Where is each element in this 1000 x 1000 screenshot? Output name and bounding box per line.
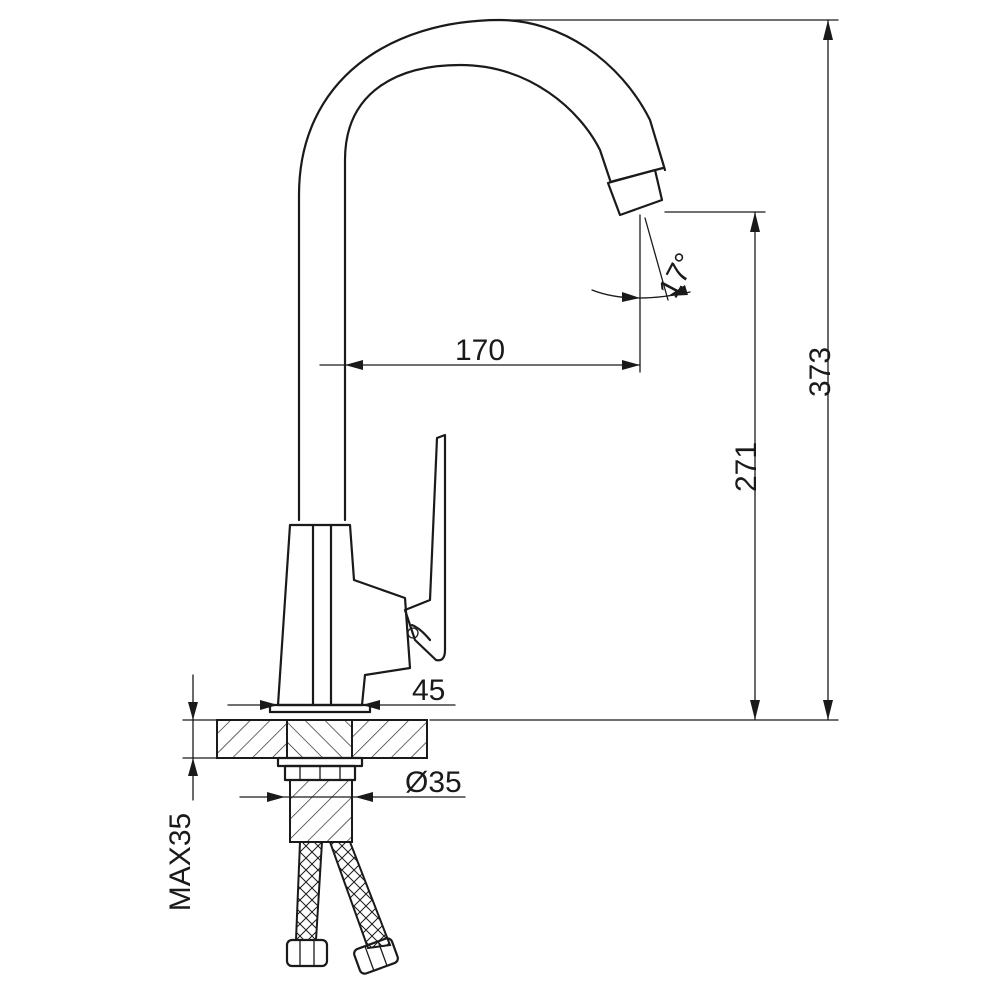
dim-total-height-label: 373 — [804, 347, 837, 397]
dim-max-thickness — [182, 674, 218, 801]
dim-base-width-label: 45 — [412, 674, 445, 707]
faucet-body — [276, 523, 412, 707]
dim-spout-height-label: 271 — [730, 442, 763, 492]
dim-thread-diameter — [239, 792, 466, 802]
dim-thread-diameter-label: Ø35 — [405, 766, 462, 799]
dim-spout-height — [664, 211, 766, 721]
dim-spout-reach — [319, 214, 641, 373]
spout — [297, 18, 667, 522]
dim-spout-angle — [591, 217, 691, 302]
dim-max-thickness-label: MAX35 — [164, 813, 197, 911]
mounting-nut — [276, 756, 364, 843]
dim-spout-reach-label: 170 — [455, 334, 505, 367]
aerator — [606, 166, 665, 217]
supply-hoses — [285, 841, 399, 975]
dim-spout-angle-label: 17° — [652, 248, 702, 304]
dim-base-width — [227, 700, 456, 710]
dim-total-height — [429, 19, 839, 721]
counter-section — [216, 703, 428, 759]
handle-lever — [403, 433, 447, 662]
